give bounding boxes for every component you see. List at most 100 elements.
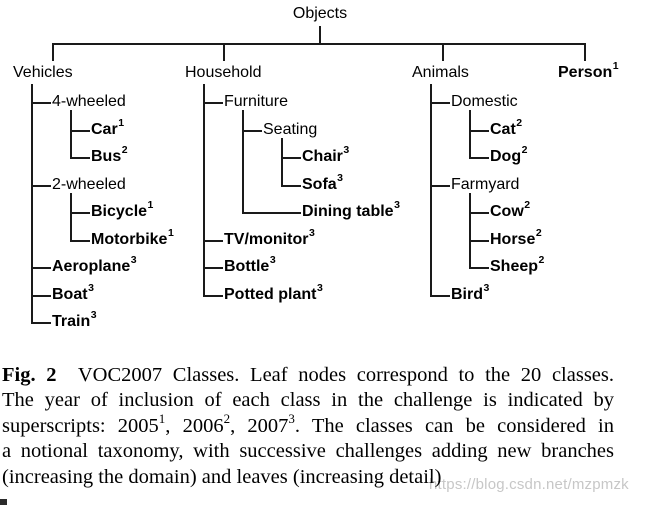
tick-line xyxy=(31,102,51,104)
tick-line xyxy=(281,184,301,187)
caption-line-3: superscripts: 20051, 20062, 20073. The c… xyxy=(2,410,615,437)
year-superscript: 3 xyxy=(394,199,400,212)
node-cat: Cat2 xyxy=(490,117,523,138)
tick-line xyxy=(430,102,450,104)
caption-line-2: The year of inclusion of each class in t… xyxy=(2,389,614,412)
year-superscript: 1 xyxy=(167,227,174,240)
node-dog: Dog2 xyxy=(490,144,528,165)
node-2-wheeled: 2-wheeled xyxy=(52,176,126,193)
top-horizontal-line xyxy=(52,43,586,45)
branch-drop-line xyxy=(442,43,444,61)
node-motorbike: Motorbike1 xyxy=(91,227,174,248)
node-domestic: Domestic xyxy=(451,93,518,110)
node-animals: Animals xyxy=(412,64,469,81)
tick-line xyxy=(430,184,450,187)
node-person: Person1 xyxy=(558,60,619,81)
node-bicycle: Bicycle1 xyxy=(91,199,154,220)
tick-line xyxy=(203,102,223,104)
tick-line xyxy=(203,294,223,297)
year-superscript: 1 xyxy=(118,117,125,130)
node-farmyard: Farmyard xyxy=(451,176,520,193)
tick-line xyxy=(70,129,90,132)
sub-spine-line xyxy=(70,110,72,159)
year-superscript: 3 xyxy=(483,282,490,295)
tick-line xyxy=(31,184,51,187)
node-vehicles: Vehicles xyxy=(13,64,73,81)
corner-artifact xyxy=(0,499,7,505)
tick-line xyxy=(242,129,262,132)
branch-drop-line xyxy=(52,43,54,61)
node-4-wheeled: 4-wheeled xyxy=(52,93,126,110)
node-objects: Objects xyxy=(292,5,348,22)
sub-spine-line xyxy=(70,192,72,242)
caption-line-1: Fig. 2 VOC2007 Classes. Leaf nodes corre… xyxy=(2,364,615,386)
tick-line xyxy=(469,267,489,269)
sub-spine-line xyxy=(281,137,283,187)
year-superscript: 3 xyxy=(337,172,344,185)
node-seating: Seating xyxy=(263,121,318,138)
caption-superscript: 2 xyxy=(223,410,231,426)
year-superscript: 3 xyxy=(88,282,94,295)
sub-spine-line xyxy=(242,110,244,214)
node-sofa: Sofa3 xyxy=(302,172,344,193)
year-superscript: 2 xyxy=(516,117,523,130)
caption-superscript: 1 xyxy=(158,410,166,426)
root-stem-line xyxy=(319,26,321,44)
year-superscript: 1 xyxy=(147,199,154,212)
column-spine-line xyxy=(430,84,432,297)
tick-line xyxy=(203,239,223,242)
tick-line xyxy=(31,294,51,297)
node-bird: Bird3 xyxy=(451,282,490,303)
tick-line xyxy=(469,239,489,242)
node-chair: Chair3 xyxy=(302,144,350,165)
year-superscript: 2 xyxy=(521,144,528,157)
tick-line xyxy=(281,157,301,159)
node-furniture: Furniture xyxy=(224,93,289,110)
tick-line xyxy=(70,212,90,214)
year-superscript: 2 xyxy=(538,254,545,267)
year-superscript: 2 xyxy=(524,199,531,212)
tick-line xyxy=(469,212,489,214)
column-spine-line xyxy=(203,84,205,297)
csdn-watermark: https://blog.csdn.net/mzpmzk xyxy=(429,476,629,493)
tick-line xyxy=(469,157,489,159)
node-sheep: Sheep2 xyxy=(490,254,545,275)
node-cow: Cow2 xyxy=(490,199,531,220)
year-superscript: 3 xyxy=(90,309,97,322)
node-car: Car1 xyxy=(91,117,125,138)
year-superscript: 2 xyxy=(121,144,128,157)
year-superscript: 2 xyxy=(535,227,542,240)
tick-line xyxy=(430,294,450,297)
node-household: Household xyxy=(185,64,262,81)
caption-superscript: 3 xyxy=(288,410,295,426)
caption-line-4: a notional taxonomy, with successive cha… xyxy=(2,440,614,463)
node-aeroplane: Aeroplane3 xyxy=(52,254,137,275)
tick-line xyxy=(31,267,51,269)
year-superscript: 3 xyxy=(130,254,137,267)
tick-line xyxy=(203,267,223,269)
tick-line xyxy=(70,157,90,159)
tick-line xyxy=(469,129,489,132)
caption-line-5: (increasing the domain) and leaves (incr… xyxy=(2,465,442,488)
caption-figure-label: Fig. 2 xyxy=(2,364,57,386)
sub-spine-line xyxy=(469,110,471,159)
branch-drop-line xyxy=(584,43,586,61)
branch-drop-line xyxy=(223,43,225,61)
column-spine-line xyxy=(31,84,33,324)
tick-line xyxy=(31,322,51,324)
node-dining-table: Dining table3 xyxy=(302,199,400,220)
node-tv-monitor: TV/monitor3 xyxy=(224,227,315,248)
node-boat: Boat3 xyxy=(52,282,94,303)
year-superscript: 3 xyxy=(343,144,350,157)
tick-line xyxy=(242,212,301,214)
year-superscript: 3 xyxy=(308,227,315,240)
node-bottle: Bottle3 xyxy=(224,254,276,275)
sub-spine-line xyxy=(469,192,471,269)
node-potted-plant: Potted plant3 xyxy=(224,282,323,303)
year-superscript: 1 xyxy=(612,60,619,73)
node-train: Train3 xyxy=(52,309,97,330)
node-horse: Horse2 xyxy=(490,227,542,248)
year-superscript: 3 xyxy=(316,282,323,295)
